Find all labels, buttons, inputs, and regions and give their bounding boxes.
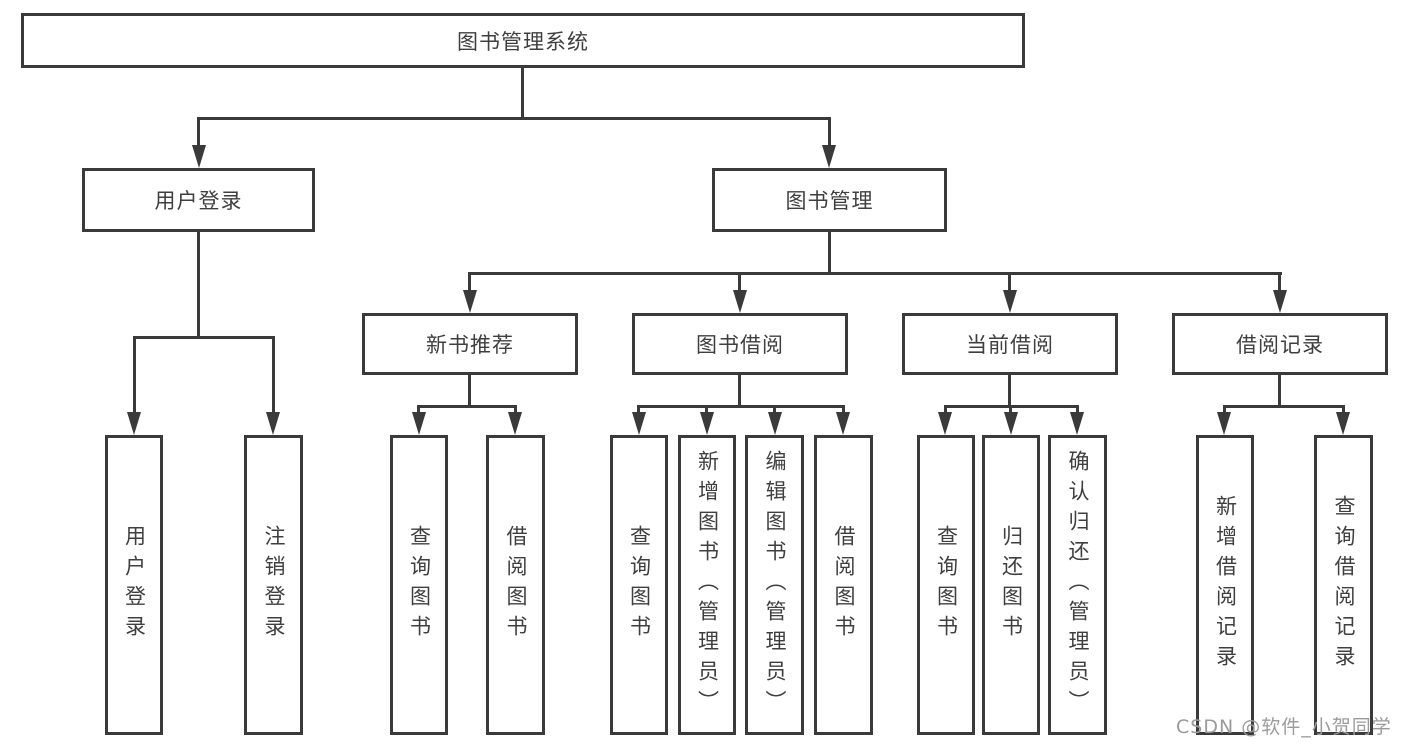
arrowhead-down-icon xyxy=(1004,412,1018,435)
leaf-newbook-query-books: 查询图书 xyxy=(390,435,448,735)
connector-current-borrow-stem xyxy=(1008,373,1011,407)
arrowhead-down-icon xyxy=(700,412,714,435)
connector-drop-user-login xyxy=(197,117,200,149)
arrowhead-down-icon xyxy=(1003,290,1017,313)
connector-borrow-records-branch xyxy=(1223,405,1345,408)
watermark: CSDN @软件_小贺同学 xyxy=(1176,716,1392,738)
node-new-book-recommend: 新书推荐 xyxy=(362,313,578,375)
connector-new-book-branch xyxy=(417,405,517,408)
node-current-borrow-label: 当前借阅 xyxy=(966,333,1054,357)
leaf-newbook-borrow-books: 借阅图书 xyxy=(486,435,545,735)
connector-book-management-branch xyxy=(468,272,1282,275)
leaf-newbook-borrow-books-label: 借阅图书 xyxy=(504,525,528,645)
arrowhead-down-icon xyxy=(192,145,206,168)
node-borrow-records: 借阅记录 xyxy=(1172,313,1388,375)
connector-drop xyxy=(1076,405,1079,414)
node-user-login-module: 用户登录 xyxy=(82,168,315,232)
connector-root-branch xyxy=(197,117,831,120)
node-new-book-recommend-label: 新书推荐 xyxy=(426,333,514,357)
leaf-user-login: 用户登录 xyxy=(105,435,163,735)
leaf-newbook-query-books-label: 查询图书 xyxy=(407,525,432,645)
arrowhead-down-icon xyxy=(632,412,646,435)
leaf-logout: 注销登录 xyxy=(244,435,303,735)
connector-drop xyxy=(773,405,776,414)
connector-drop-leaf-user-login xyxy=(133,336,136,414)
node-current-borrow: 当前借阅 xyxy=(902,313,1118,375)
arrowhead-down-icon xyxy=(938,412,952,435)
leaf-user-login-label: 用户登录 xyxy=(122,525,147,645)
connector-drop-book-borrow xyxy=(738,272,741,294)
connector-drop-current-borrow xyxy=(1008,272,1011,294)
node-root: 图书管理系统 xyxy=(21,13,1025,68)
arrowhead-down-icon xyxy=(822,145,836,168)
arrowhead-down-icon xyxy=(1273,290,1287,313)
leaf-borrow-add-books-admin: 新增图书（管理员） xyxy=(678,435,736,735)
connector-drop xyxy=(705,405,708,414)
node-book-management-module: 图书管理 xyxy=(712,168,947,232)
connector-drop xyxy=(514,405,517,414)
connector-drop xyxy=(1223,405,1226,414)
connector-drop xyxy=(417,405,420,414)
node-borrow-records-label: 借阅记录 xyxy=(1236,333,1324,357)
connector-root-stem xyxy=(521,66,524,119)
node-book-borrow-label: 图书借阅 xyxy=(696,333,784,357)
leaf-records-add-record: 新增借阅记录 xyxy=(1196,435,1254,735)
leaf-current-confirm-return-admin-label: 确认归还（管理员） xyxy=(1066,450,1090,720)
leaf-borrow-query-books-label: 查询图书 xyxy=(627,525,652,645)
connector-drop-borrow-records xyxy=(1278,272,1281,294)
connector-drop xyxy=(637,405,640,414)
leaf-current-query-books-label: 查询图书 xyxy=(934,525,959,645)
leaf-records-add-record-label: 新增借阅记录 xyxy=(1213,495,1238,675)
connector-user-login-branch xyxy=(133,336,275,339)
arrowhead-down-icon xyxy=(127,412,141,435)
arrowhead-down-icon xyxy=(768,412,782,435)
arrowhead-down-icon xyxy=(1336,412,1350,435)
arrowhead-down-icon xyxy=(1070,412,1084,435)
leaf-logout-label: 注销登录 xyxy=(262,525,286,645)
leaf-borrow-edit-books-admin-label: 编辑图书（管理员） xyxy=(763,450,787,720)
node-root-label: 图书管理系统 xyxy=(457,29,589,54)
arrowhead-down-icon xyxy=(508,412,522,435)
connector-drop-new-book xyxy=(468,272,471,294)
leaf-current-confirm-return-admin: 确认归还（管理员） xyxy=(1048,435,1107,735)
node-user-login-module-label: 用户登录 xyxy=(154,189,243,213)
arrowhead-down-icon xyxy=(733,290,747,313)
leaf-records-query-record: 查询借阅记录 xyxy=(1314,435,1373,735)
arrowhead-down-icon xyxy=(463,290,477,313)
leaf-current-query-books: 查询图书 xyxy=(917,435,975,735)
leaf-current-return-books-label: 归还图书 xyxy=(999,525,1024,645)
node-book-management-module-label: 图书管理 xyxy=(785,189,874,213)
connector-new-book-stem xyxy=(468,373,471,407)
arrowhead-down-icon xyxy=(836,412,850,435)
connector-book-management-stem xyxy=(828,230,831,275)
arrowhead-down-icon xyxy=(266,412,280,435)
connector-user-login-stem xyxy=(197,230,200,338)
leaf-borrow-edit-books-admin: 编辑图书（管理员） xyxy=(745,435,804,735)
arrowhead-down-icon xyxy=(1217,412,1231,435)
connector-drop xyxy=(1009,405,1012,414)
connector-drop xyxy=(842,405,845,414)
leaf-borrow-borrow-books-label: 借阅图书 xyxy=(832,525,856,645)
connector-book-borrow-branch xyxy=(637,405,845,408)
connector-drop-book-management xyxy=(828,117,831,149)
connector-borrow-records-stem xyxy=(1278,373,1281,407)
leaf-borrow-borrow-books: 借阅图书 xyxy=(814,435,873,735)
leaf-borrow-add-books-admin-label: 新增图书（管理员） xyxy=(695,450,720,720)
connector-drop-leaf-logout xyxy=(272,336,275,414)
leaf-records-query-record-label: 查询借阅记录 xyxy=(1332,495,1356,675)
connector-drop xyxy=(1342,405,1345,414)
arrowhead-down-icon xyxy=(412,412,426,435)
connector-drop xyxy=(944,405,947,414)
leaf-borrow-query-books: 查询图书 xyxy=(610,435,668,735)
leaf-current-return-books: 归还图书 xyxy=(982,435,1040,735)
connector-book-borrow-stem xyxy=(738,373,741,407)
node-book-borrow: 图书借阅 xyxy=(632,313,848,375)
